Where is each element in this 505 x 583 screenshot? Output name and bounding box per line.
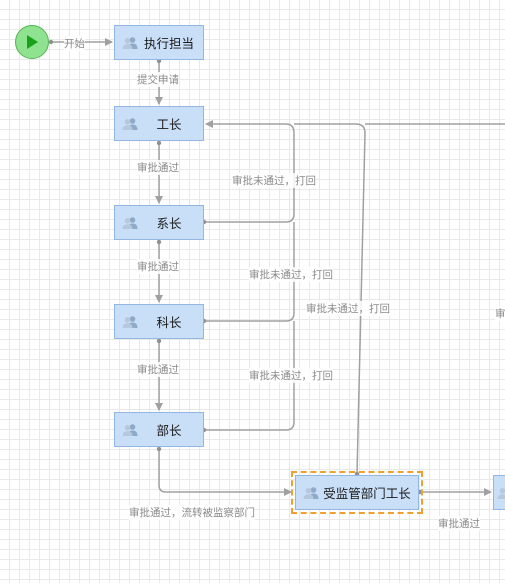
edge-reject-jianguan — [294, 123, 366, 475]
user-group-icon — [119, 36, 141, 50]
node-xizhang[interactable]: 系长 — [114, 205, 204, 240]
node-label: 受监管部门工长 — [323, 486, 411, 501]
node-label: 科长 — [156, 315, 182, 330]
edge-label-cut: 审 — [495, 306, 505, 321]
node-label: 部长 — [156, 423, 182, 438]
node-gongzhang[interactable]: 工长 — [114, 106, 204, 141]
node-label: 系长 — [156, 216, 182, 231]
edge-label-approve: 审批通过 — [137, 362, 179, 377]
node-zhixing-dandang[interactable]: 执行担当 — [114, 25, 204, 60]
edge-label-reject: 审批未通过，打回 — [249, 368, 333, 383]
edge-label-reject: 审批未通过，打回 — [232, 173, 316, 188]
node-label: 工长 — [156, 117, 182, 132]
edge-reject-kezhang — [204, 222, 295, 322]
node-jianguan-gongzhang[interactable]: 受监管部门工长 — [291, 471, 423, 514]
node-buzhang[interactable]: 部长 — [114, 412, 204, 447]
edge-label-transfer: 审批通过，流转被监察部门 — [129, 505, 255, 520]
edge-label-reject: 审批未通过，打回 — [249, 267, 333, 282]
user-group-icon — [119, 117, 141, 131]
user-group-icon — [119, 315, 141, 329]
edge-label-approve-out: 审批通过 — [438, 516, 480, 531]
edge-label-submit: 提交申请 — [137, 72, 179, 87]
play-icon — [27, 35, 38, 49]
user-group-icon — [119, 423, 141, 437]
user-group-icon — [497, 486, 505, 500]
node-next-partial[interactable] — [493, 475, 505, 510]
edge-transfer — [158, 447, 292, 496]
start-node[interactable] — [15, 25, 49, 59]
edge-label-reject: 审批未通过，打回 — [306, 301, 390, 316]
edge-reject-buzhang — [204, 321, 295, 431]
user-group-icon — [119, 216, 141, 230]
user-group-icon — [300, 486, 322, 500]
edge-label-approve: 审批通过 — [137, 259, 179, 274]
edge-label-start: 开始 — [64, 36, 85, 51]
node-kezhang[interactable]: 科长 — [114, 304, 204, 339]
node-label: 执行担当 — [143, 36, 194, 51]
edge-label-approve: 审批通过 — [137, 160, 179, 175]
